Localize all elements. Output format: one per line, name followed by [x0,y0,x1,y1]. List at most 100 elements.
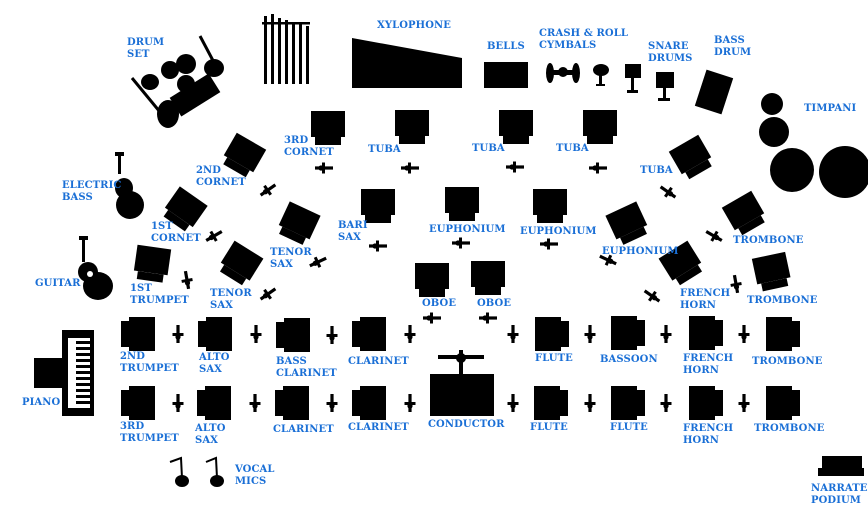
music-stand-icon [249,394,261,412]
music-stand-icon [540,238,558,250]
chair-icon [611,386,645,420]
label-conductor: CONDUCTOR [428,419,505,430]
vocal-mics-icon [169,456,224,487]
chair-icon [605,201,651,247]
label-3rd-trumpet: 3RD TRUMPET [120,421,179,444]
label-oboe-2: OBOE [477,298,512,309]
bells-icon [484,62,528,88]
music-stand-icon [479,312,497,324]
chair-icon [668,134,716,182]
label-alto-sax-2: ALTO SAX [195,423,226,446]
label-french-horn-3: FRENCH HORN [683,423,734,446]
label-oboe-1: OBOE [422,298,457,309]
chair-icon [689,316,723,350]
music-stand-icon [507,394,519,412]
piano-icon [34,330,94,416]
music-stand-icon [423,312,441,324]
music-stand-icon [172,394,184,412]
roll-cymbal-icon [593,64,609,86]
label-euphonium-2: EUPHONIUM [520,226,597,237]
chair-icon [611,316,645,350]
chair-icon [121,317,155,351]
bass-drum-icon [694,69,734,115]
chair-icon [361,189,395,223]
label-1st-trumpet: 1ST TRUMPET [130,283,189,306]
music-stand-icon [584,394,596,412]
chair-icon [352,386,386,420]
music-stand-icon [584,325,596,343]
music-stand-icon [660,394,672,412]
label-flute-2: FLUTE [530,422,568,433]
chair-icon [197,386,231,420]
chair-icon [216,240,264,288]
chair-icon [415,263,449,297]
chair-icon [275,201,321,247]
label-bassoon: BASSOON [600,354,658,365]
music-stand-icon [315,162,333,174]
chair-icon [121,386,155,420]
crash-cymbals-icon [546,63,580,83]
label-euphonium-3: EUPHONIUM [602,246,679,257]
label-bells: BELLS [487,41,525,52]
music-stand-icon [404,325,416,343]
label-bass-drum: BASS DRUM [714,35,752,58]
timpani-icon [759,93,868,198]
chair-icon [275,386,309,420]
label-flute-3: FLUTE [610,422,648,433]
label-electric-bass: ELECTRIC BASS [62,180,122,203]
music-stand-icon [326,394,338,412]
label-french-horn-1: FRENCH HORN [680,288,731,311]
chair-icon [445,187,479,221]
percussion-section [130,14,868,198]
music-stand-icon [203,226,225,246]
music-stand-icon [452,237,470,249]
chair-icon [583,110,617,144]
music-stand-icon [641,286,663,306]
music-stand-icon [404,394,416,412]
label-narrator-podium: NARRATER PODIUM [811,483,868,506]
narrator-podium-icon [818,456,864,476]
chair-icon [766,386,800,420]
label-clarinet-3: CLARINET [348,422,409,433]
music-stand-icon [703,226,725,246]
chair-icon [499,110,533,144]
music-stand-icon [172,325,184,343]
chair-icon [198,317,232,351]
label-timpani: TIMPANI [804,103,857,114]
label-2nd-trumpet: 2ND TRUMPET [120,351,179,374]
music-stand-icon [738,325,750,343]
chimes-icon [262,14,310,84]
chair-icon [766,317,800,351]
music-stand-icon [660,325,672,343]
chair-icon [352,317,386,351]
conductor-podium-icon [430,350,494,416]
label-clarinet-2: CLARINET [273,424,334,435]
electric-bass-icon [115,152,144,219]
label-xylophone: XYLOPHONE [377,20,451,31]
label-bari-sax: BARI SAX [338,220,368,243]
guitar-icon [78,236,113,300]
label-alto-sax-1: ALTO SAX [199,352,230,375]
label-piano: PIANO [22,397,61,408]
chair-icon [471,261,505,295]
chair-icon [689,386,723,420]
music-stand-icon [257,284,279,304]
music-stand-icon [257,180,279,200]
label-tuba-2: TUBA [472,143,505,154]
chair-icon [721,190,769,238]
label-vocal-mics: VOCAL MICS [235,464,275,487]
label-crash-roll-cymbals: CRASH & ROLL CYMBALS [539,28,628,51]
label-trombone-2: TROMBONE [747,295,818,306]
label-clarinet-1: CLARINET [348,356,409,367]
chair-icon [132,244,172,284]
label-french-horn-2: FRENCH HORN [683,353,734,376]
music-stand-icon [250,325,262,343]
chair-icon [395,110,429,144]
label-trombone-4: TROMBONE [754,423,825,434]
label-drum-set: DRUM SET [127,37,165,60]
chair-icon [276,318,310,352]
music-stand-icon [738,394,750,412]
rhythm-section [34,152,864,487]
label-tuba-1: TUBA [368,144,401,155]
